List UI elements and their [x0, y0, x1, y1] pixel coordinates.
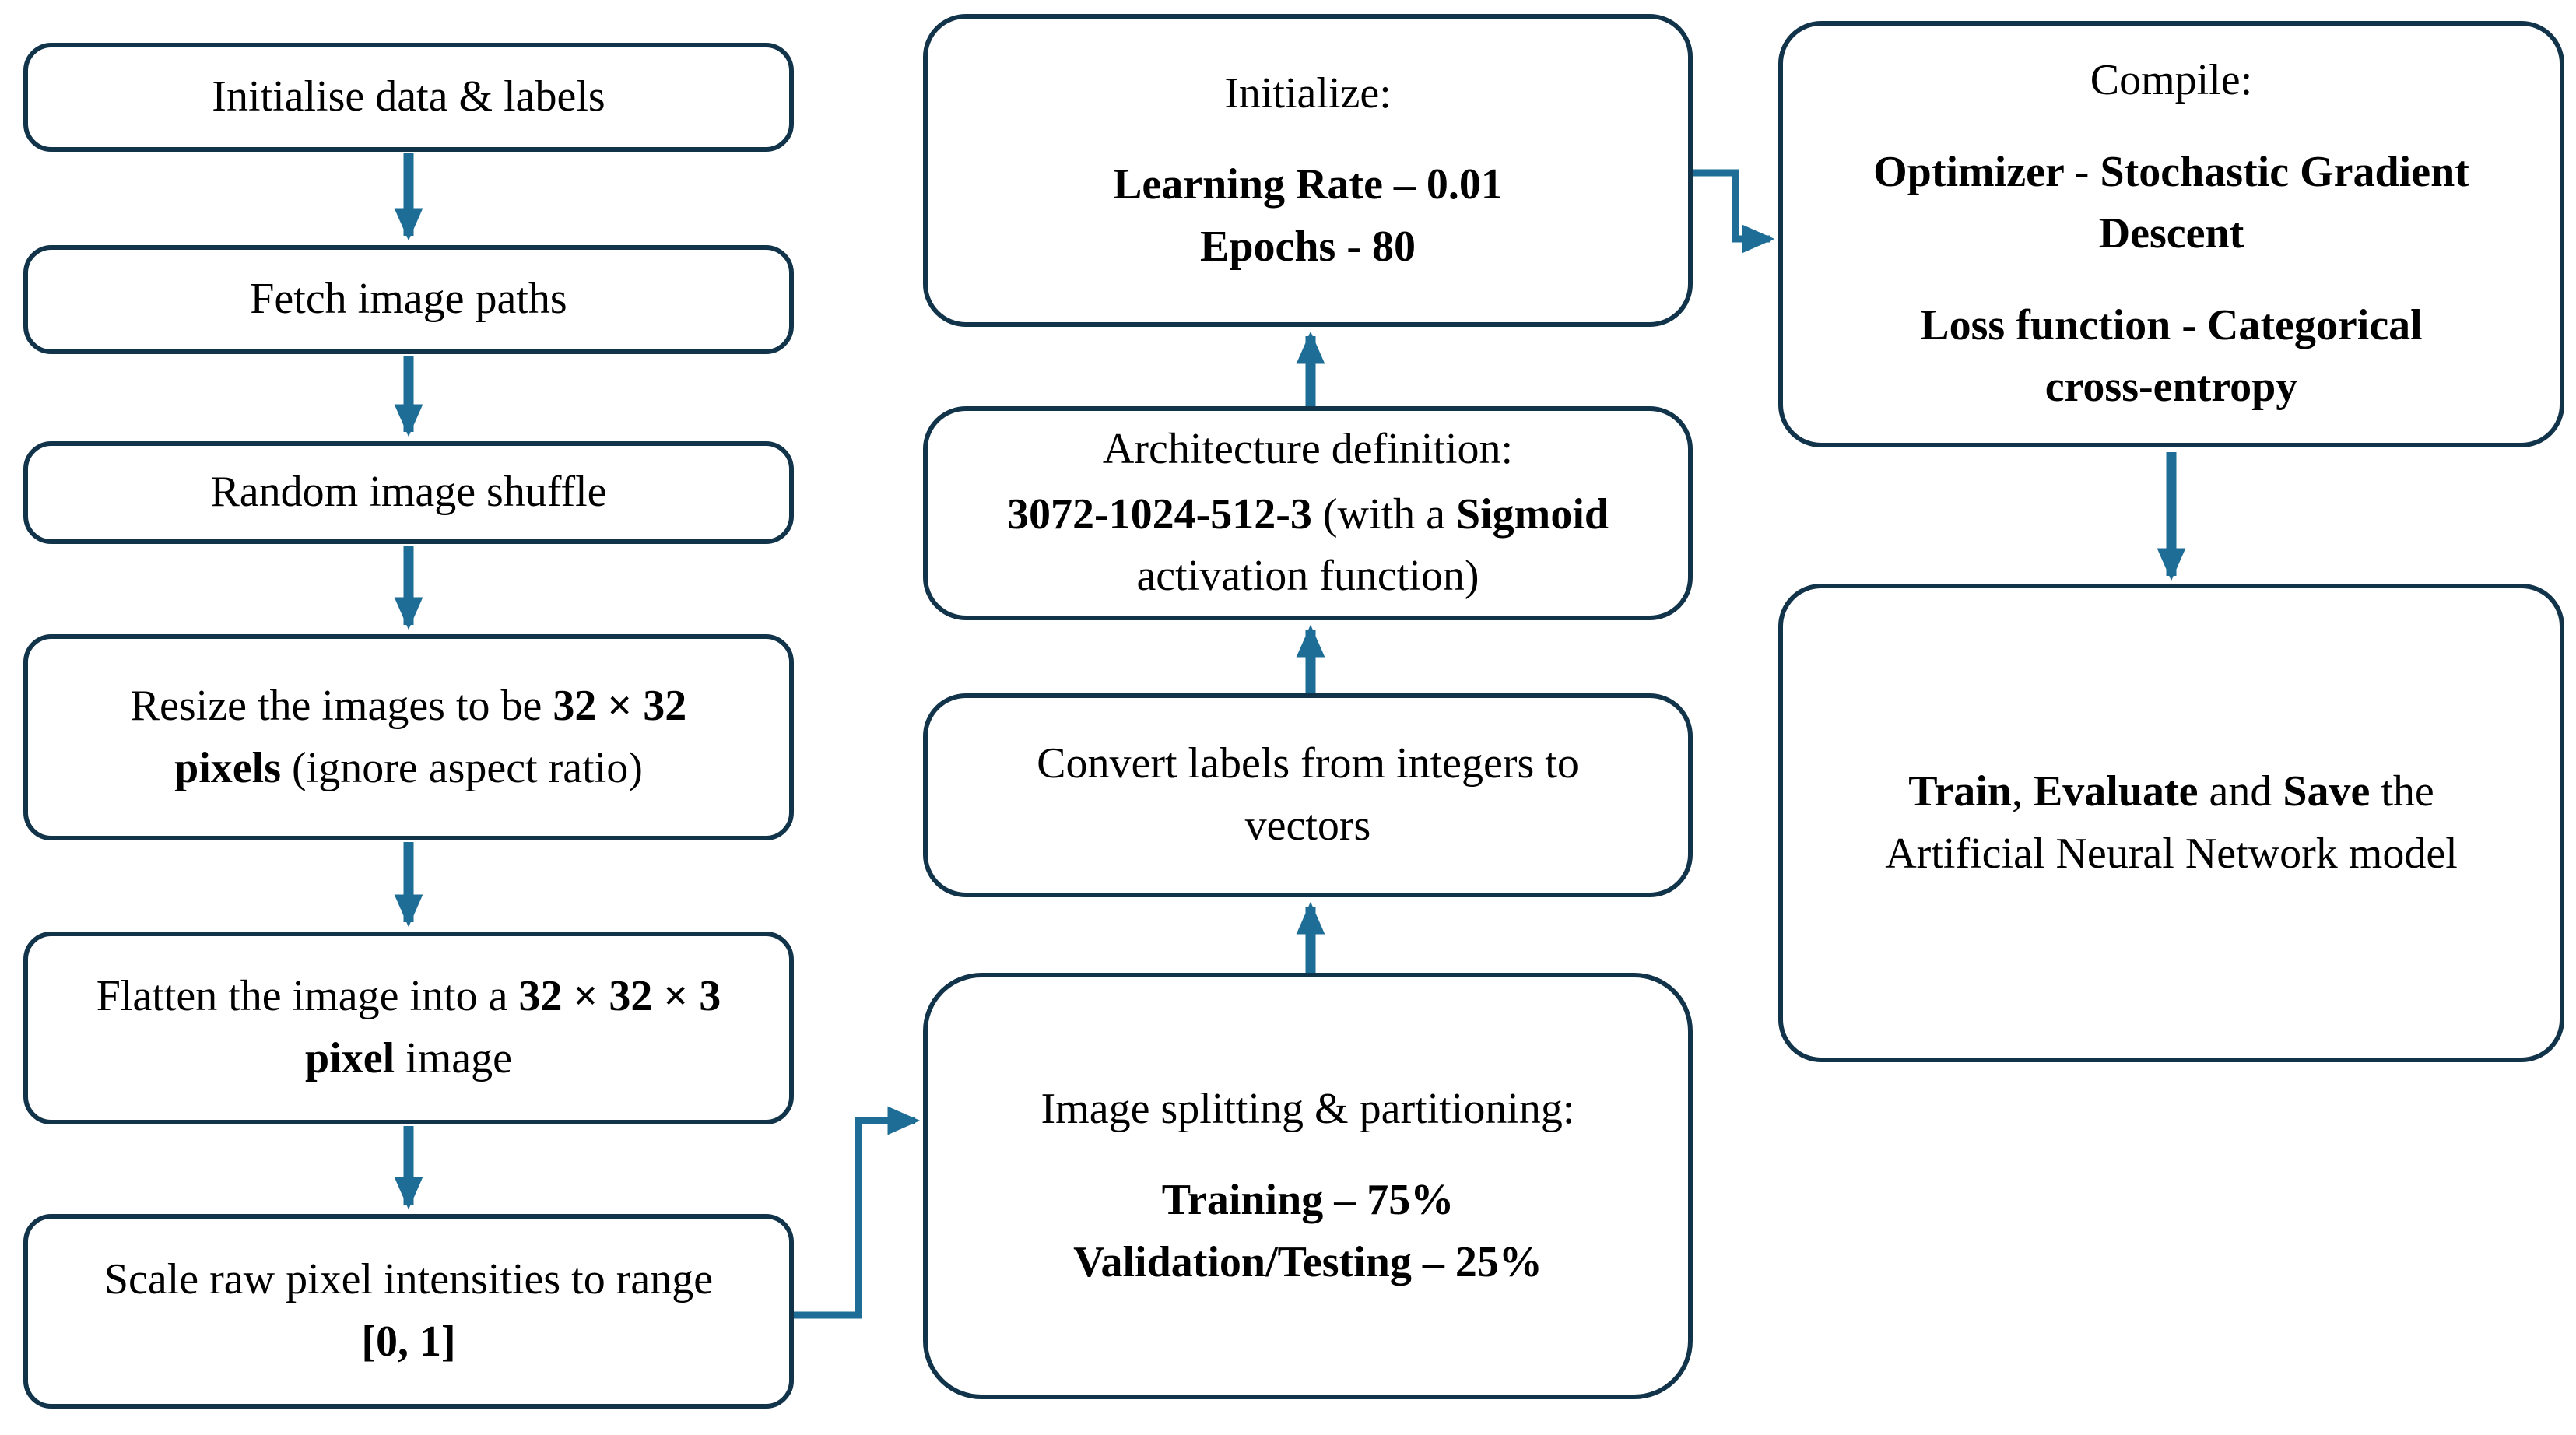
node-text-line: Scale raw pixel intensities to range [104, 1249, 713, 1311]
node-text-line: Random image shuffle [210, 461, 606, 524]
text-segment: Resize the images to be [130, 681, 553, 730]
text-segment: Scale raw pixel intensities to range [104, 1255, 714, 1304]
node-text-line: Artificial Neural Network model [1885, 823, 2458, 886]
text-segment-bold: [0, 1] [361, 1317, 456, 1366]
text-segment: , [2011, 767, 2034, 816]
text-segment-bold: Learning Rate – 0.01 [1113, 160, 1503, 209]
node-text-line: Image splitting & partitioning: [1041, 1079, 1575, 1141]
node-text-line: Epochs - 80 [1200, 216, 1416, 279]
text-segment-bold: Descent [2098, 209, 2244, 258]
text-segment-bold: 32 × 32 [553, 681, 687, 730]
node-text-line: pixel image [305, 1028, 512, 1090]
text-segment: Initialize: [1224, 68, 1392, 118]
text-segment: Fetch image paths [250, 275, 567, 324]
text-segment-bold: pixel [305, 1034, 395, 1082]
text-segment-bold: 32 × 32 × 3 [518, 972, 721, 1021]
node-initialise-data-labels: Initialise data & labels [23, 43, 794, 152]
text-segment-bold: Sigmoid [1455, 489, 1609, 539]
text-segment: image [395, 1034, 512, 1082]
text-segment: Compile: [2090, 56, 2253, 105]
text-segment: Convert labels from integers to [1037, 739, 1579, 788]
text-segment-bold: cross-entropy [2044, 363, 2298, 412]
node-text-line: Learning Rate – 0.01 [1113, 154, 1503, 216]
arrow-initialize-to-compile [1693, 169, 1775, 254]
text-segment: vectors [1244, 802, 1371, 850]
text-segment: Random image shuffle [210, 468, 607, 517]
node-fetch-image-paths: Fetch image paths [23, 245, 794, 354]
node-text-line: Validation/Testing – 25% [1073, 1232, 1542, 1294]
text-segment-bold: Validation/Testing – 25% [1073, 1237, 1542, 1286]
node-architecture-definition: Architecture definition: 3072-1024-512-3 … [923, 406, 1693, 620]
node-text-line: vectors [1245, 795, 1371, 858]
node-text-line: 3072-1024-512-3 (with a Sigmoid [1007, 484, 1609, 546]
node-convert-labels: Convert labels from integers to vectors [923, 693, 1693, 897]
node-text-line: Architecture definition: [1103, 419, 1513, 481]
node-text-line: Descent [2099, 203, 2244, 265]
node-text-line: Initialise data & labels [212, 66, 605, 128]
node-text-line: Convert labels from integers to [1037, 733, 1579, 795]
node-text-line: Initialize: [1224, 63, 1392, 125]
text-segment: activation function) [1136, 552, 1479, 601]
text-segment-bold: Save [2283, 767, 2371, 816]
node-text-line: cross-entropy [2045, 356, 2298, 419]
text-segment-bold: pixels [174, 743, 281, 792]
text-segment: Initialise data & labels [212, 72, 605, 121]
node-text-line: activation function) [1136, 546, 1479, 608]
node-text-line: Optimizer - Stochastic Gradient [1873, 142, 2469, 204]
text-segment: and [2198, 767, 2283, 816]
node-text-line: pixels (ignore aspect ratio) [174, 738, 643, 800]
text-segment-bold: Evaluate [2033, 767, 2199, 816]
text-segment-bold: 3072-1024-512-3 [1006, 489, 1312, 539]
text-segment-bold: Epochs - 80 [1200, 222, 1416, 271]
node-text-line: Compile: [2090, 50, 2252, 112]
node-text-line: Fetch image paths [250, 268, 567, 331]
text-segment-bold: Training – 75% [1161, 1176, 1455, 1225]
text-segment: the [2370, 767, 2434, 816]
text-segment: Architecture definition: [1102, 425, 1514, 473]
arrow-scale-to-split [794, 1106, 921, 1319]
node-text-line: Training – 75% [1162, 1170, 1454, 1232]
text-segment: (with a [1311, 489, 1456, 539]
text-segment: Image splitting & partitioning: [1041, 1084, 1575, 1133]
node-random-image-shuffle: Random image shuffle [23, 441, 794, 544]
text-segment: Artificial Neural Network model [1885, 829, 2458, 878]
text-segment: Flatten the image into a [96, 972, 519, 1021]
text-segment-bold: Train [1908, 767, 2012, 816]
node-text-line: Resize the images to be 32 × 32 [131, 675, 687, 738]
node-text-line: Flatten the image into a 32 × 32 × 3 [97, 966, 721, 1028]
node-scale-pixel-intensities: Scale raw pixel intensities to range [0, … [23, 1214, 794, 1409]
text-segment: (ignore aspect ratio) [281, 743, 643, 792]
text-segment-bold: Optimizer - Stochastic Gradient [1873, 147, 2469, 196]
text-segment-bold: Loss function - Categorical [1920, 300, 2423, 349]
node-text-line: Loss function - Categorical [1920, 295, 2423, 357]
node-text-line: Train, Evaluate and Save the [1908, 761, 2434, 823]
node-text-line: [0, 1] [361, 1311, 455, 1374]
node-image-splitting-partitioning: Image splitting & partitioning: Training … [923, 973, 1693, 1399]
